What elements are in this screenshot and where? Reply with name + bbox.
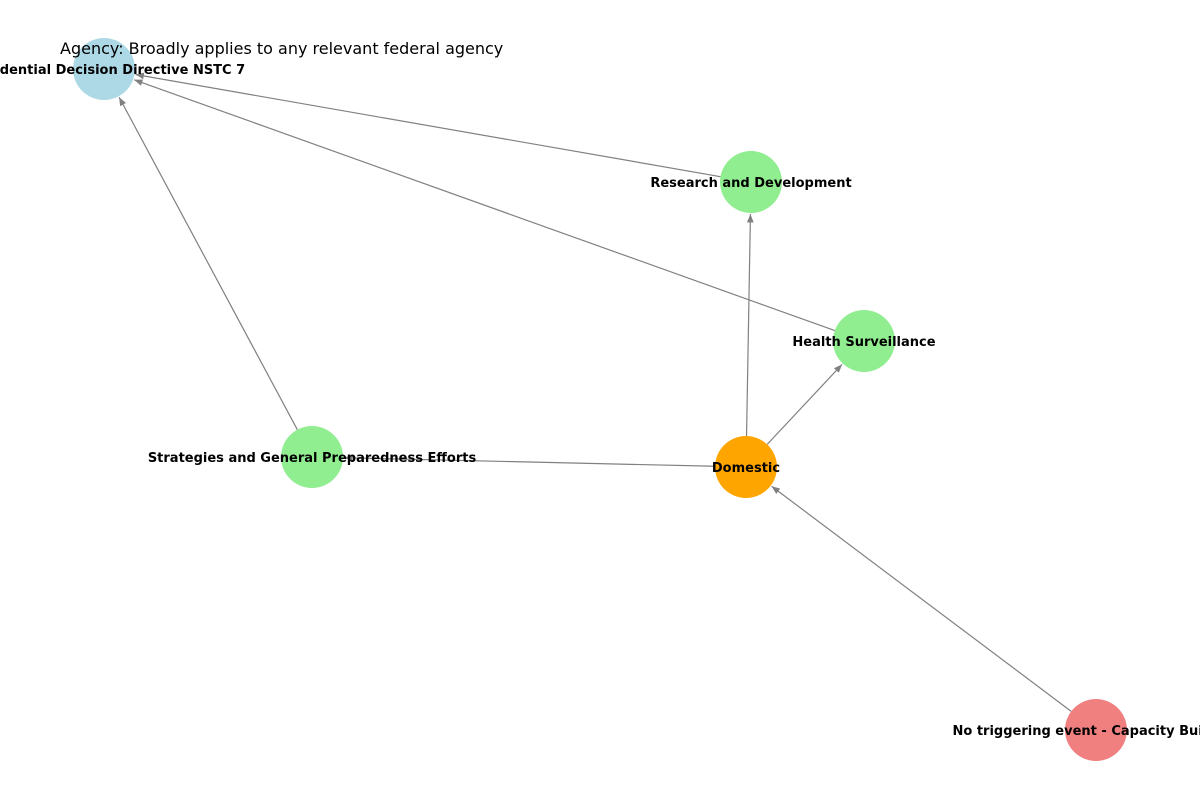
node-health-surveillance bbox=[833, 310, 895, 372]
node-presidential-decision-directive-nstc-7 bbox=[73, 38, 135, 100]
edge-trigger-to-domestic bbox=[771, 485, 1072, 712]
agency-caption: Agency: Broadly applies to any relevant … bbox=[60, 39, 503, 58]
nodes-layer bbox=[73, 38, 1127, 761]
edge-strategies-to-directive bbox=[118, 96, 298, 430]
edge-domestic-to-surveillance bbox=[766, 363, 843, 445]
node-domestic bbox=[715, 436, 777, 498]
node-label-domestic: Domestic bbox=[712, 461, 780, 476]
node-research-and-development bbox=[720, 151, 782, 213]
labels-layer: Presidential Decision Directive NSTC 7 Re… bbox=[0, 63, 1200, 739]
node-label-strategies-and-general-preparedness-efforts: Strategies and General Preparedness Effo… bbox=[148, 451, 477, 466]
edge-surveillance-to-directive bbox=[133, 79, 836, 332]
node-strategies-and-general-preparedness-efforts bbox=[281, 426, 343, 488]
node-label-research-and-development: Research and Development bbox=[650, 176, 851, 191]
edge-domestic-to-strategies bbox=[343, 454, 716, 467]
edges-layer bbox=[118, 72, 1072, 712]
edge-research-to-directive bbox=[135, 72, 721, 178]
node-no-triggering-event-capacity-building bbox=[1065, 699, 1127, 761]
edge-domestic-to-research bbox=[745, 213, 754, 437]
node-label-presidential-decision-directive-nstc-7: Presidential Decision Directive NSTC 7 bbox=[0, 63, 245, 78]
node-label-no-triggering-event-capacity-building: No triggering event - Capacity Building bbox=[953, 724, 1200, 739]
node-label-health-surveillance: Health Surveillance bbox=[792, 335, 935, 350]
